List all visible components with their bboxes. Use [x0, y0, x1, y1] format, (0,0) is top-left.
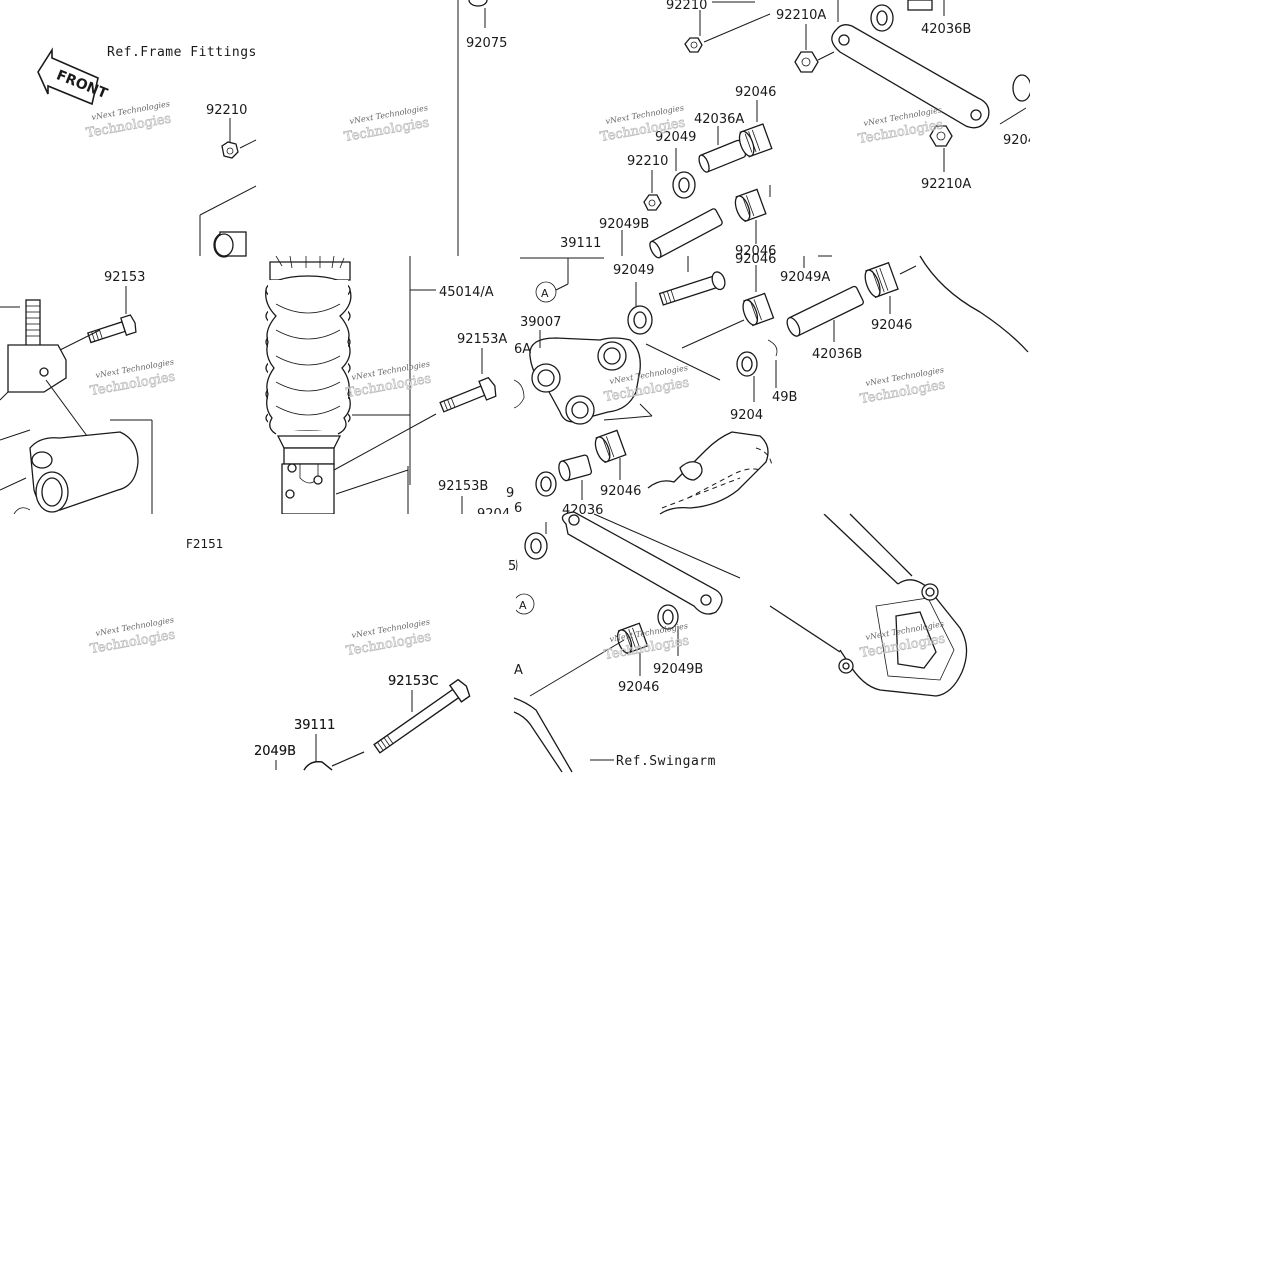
bolt-92153A: 92153A [333, 332, 507, 471]
label-42036B-top: 42036B [921, 22, 971, 37]
label-92210-top: 92210 [666, 0, 707, 13]
label-39111-b-visible: 39111 [294, 718, 335, 733]
cut-label-9: 9 [506, 486, 514, 501]
label-42036B-mid: 42036B [812, 347, 862, 362]
nut-92210-top [684, 37, 703, 53]
label-92153B: 92153B [438, 479, 488, 494]
tile-gap [0, 514, 154, 774]
tile-gap [258, 0, 454, 256]
label-92210A-right: 92210A [921, 177, 971, 192]
label-92153C: 92153C [388, 674, 438, 689]
pivot-bolt [658, 274, 720, 306]
label-92075: 92075 [466, 36, 507, 51]
label-92049-b: 92049 [613, 263, 654, 278]
label-92210A-top: 92210A [776, 8, 826, 23]
mount-bracket [7, 344, 67, 393]
ref-frame-label: Ref.Frame Fittings- [107, 45, 265, 60]
label-39007: 39007 [520, 315, 561, 330]
nut-92210-mid [643, 194, 662, 211]
label-92049A: 92049A [780, 270, 830, 285]
cut-label-5: 5 [508, 559, 516, 574]
label-2049B-visible: 2049B [254, 744, 296, 759]
label-39111-b: 39111 [294, 718, 335, 733]
label-92049B-a: 92049B [599, 217, 649, 232]
frame-curve [919, 255, 1029, 353]
label-92049-a: 92049 [655, 130, 696, 145]
ref-circle-A-1 [535, 281, 557, 303]
right-middle-parts: 92049A 42036B 92046 [780, 255, 1029, 362]
ref-swingarm-label: Ref.Swingarm [616, 754, 716, 769]
tile-gap [0, 774, 1285, 1285]
top-left-parts: 92075 92210 [199, 0, 507, 258]
label-2049B-cut: 2049B [254, 744, 296, 759]
label-49B-cut: 49B [772, 390, 797, 405]
label-92210-left: 92210 [206, 103, 247, 118]
label-6A-cut: 6A [514, 342, 531, 357]
label-92046-a: 92046 [735, 85, 776, 100]
label-92153: 92153 [104, 270, 145, 285]
swingarm-pivot-parts [769, 513, 968, 697]
label-92049B-b: 92049B [653, 662, 703, 677]
part-92075 [468, 0, 488, 7]
circle-A-2-label: A [519, 599, 527, 612]
label-9204-cut: 9204 [730, 408, 763, 423]
label-45014A: 45014/A [439, 285, 494, 300]
swingarm-fragment [647, 431, 769, 515]
label-92046-e: 92046 [600, 484, 641, 499]
cut-label-6: 6 [514, 501, 522, 516]
figure-code-visible: F2151 [186, 537, 223, 551]
lower-link-parts: A 92049B 92046 A Ref.Swingarm [513, 511, 741, 773]
label-92153A: 92153A [457, 332, 507, 347]
front-arrow-icon: FRONT [37, 47, 110, 106]
tile-gap [154, 514, 516, 664]
label-39111-a: 39111 [560, 236, 601, 251]
circle-A-1-label: A [541, 287, 549, 300]
stud-bolt [25, 299, 41, 353]
center-linkage-parts: 39111 A 92049 92046 [506, 236, 797, 518]
label-92046-b: 92046 [735, 244, 776, 259]
nut-92210A-upper [794, 51, 819, 73]
link-plate-upper [831, 24, 990, 129]
label-92046-d: 92046 [871, 318, 912, 333]
label-92046-c: 92046 [735, 252, 776, 267]
label-92210-mid: 92210 [627, 154, 668, 169]
top-right-parts: 92210A 42036B 9204 92210A [776, 0, 1036, 192]
top-center-parts: 92210 42036A 92046 92049 92210 [599, 0, 776, 259]
label-92153C-visible: 92153C [388, 674, 438, 689]
left-middle-parts: 92153 [0, 270, 153, 515]
label-9204-right: 9204 [1003, 133, 1036, 148]
nut-92210 [221, 141, 239, 159]
rear-shock-absorber [265, 255, 352, 515]
nut-92210A-lower [929, 125, 953, 147]
tile-gap [772, 426, 828, 514]
bolt-92153 [87, 321, 126, 344]
label-42036A: 42036A [694, 112, 744, 127]
tie-rod [561, 511, 723, 615]
label-92046-f: 92046 [618, 680, 659, 695]
cut-label-A: A [514, 663, 523, 678]
